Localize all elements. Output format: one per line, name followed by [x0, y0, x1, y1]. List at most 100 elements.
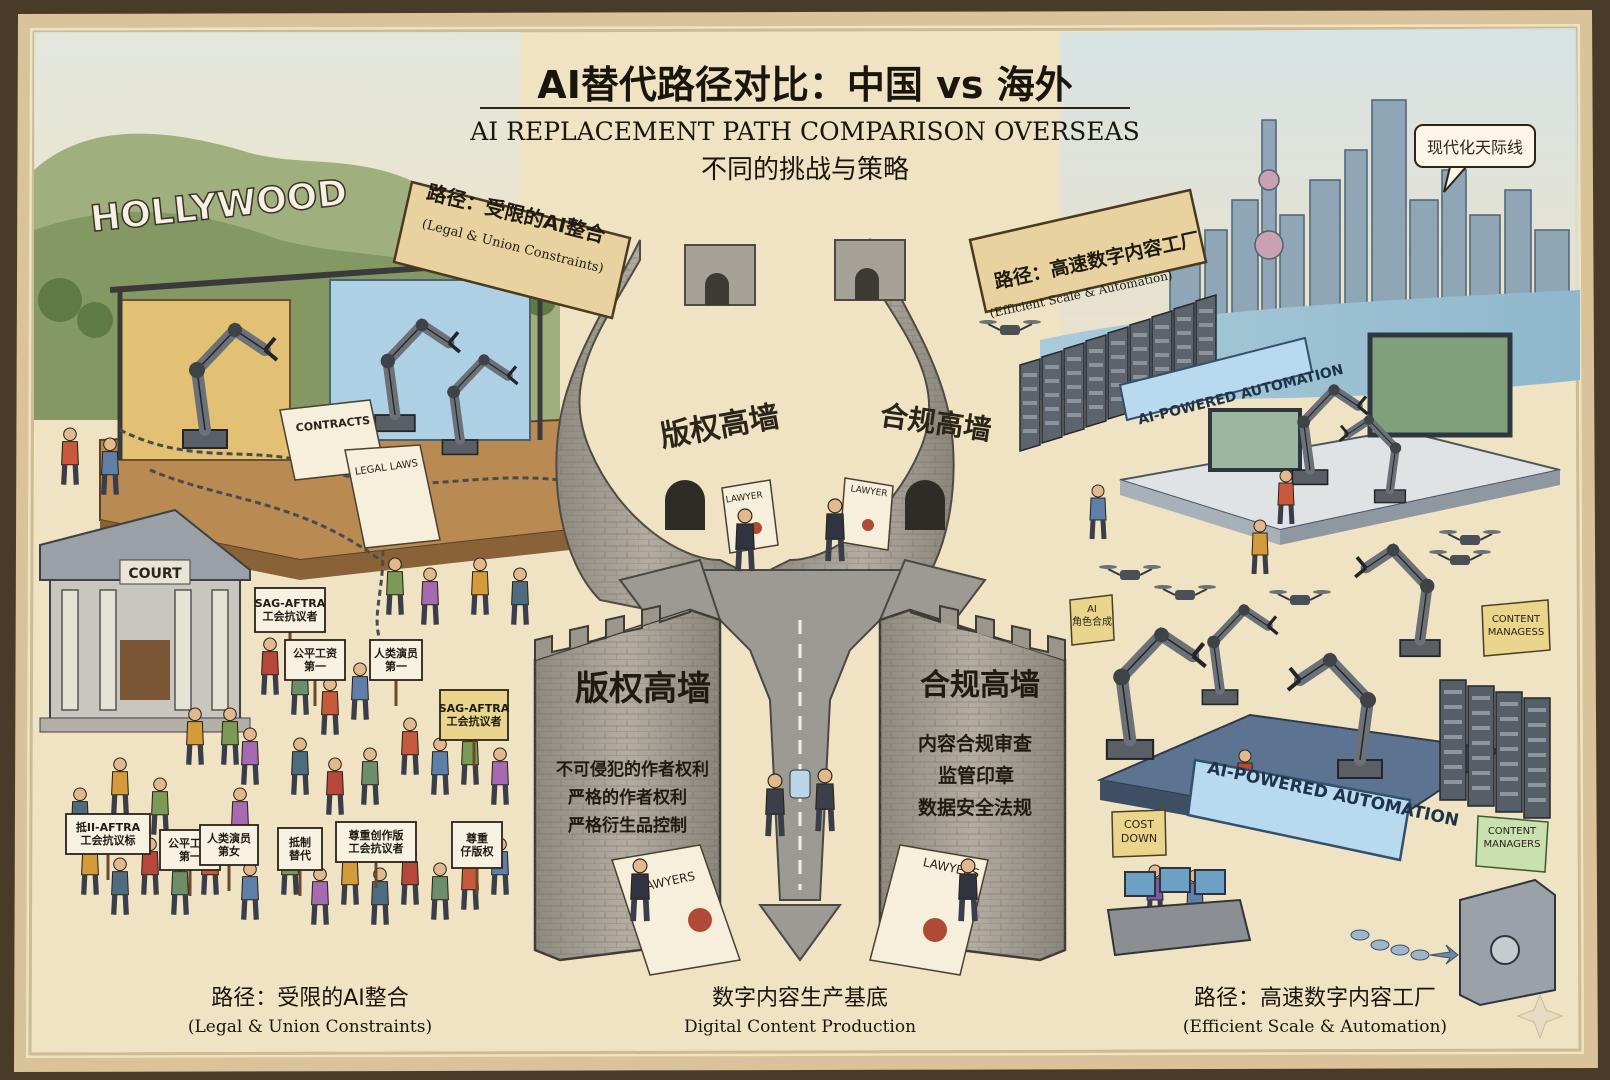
central-road [618, 558, 987, 962]
center-caption-subtitle: Digital Content Production [684, 1017, 916, 1037]
robot-arm [1338, 414, 1407, 504]
person-figure [401, 717, 419, 775]
person-figure [511, 567, 529, 625]
left-wall-front-title: 版权高墙 [575, 669, 711, 709]
person-figure [361, 747, 379, 805]
person-figure [765, 773, 785, 837]
person-figure [221, 707, 239, 765]
left-bottom-caption: 路径：受限的AI整合 (Legal & Union Constraints) [188, 986, 432, 1037]
right-caption-title: 路径：高速数字内容工厂 [1194, 986, 1436, 1011]
left-wall-line-1: 不可侵犯的作者权利 [556, 759, 709, 780]
protest-sign-text: 抵制替代 [289, 835, 311, 862]
great-wall: 版权高墙 合规高墙 [555, 237, 994, 622]
protest-crowd [61, 427, 529, 925]
chained-robot-arms [182, 317, 519, 456]
right-wall-line-2: 监管印章 [938, 764, 1014, 787]
center-caption-title: 数字内容生产基底 [712, 986, 888, 1011]
protest-sign: 抵制替代 [277, 827, 323, 896]
server-racks-right [1439, 679, 1551, 819]
lawyer-figures [630, 498, 978, 922]
right-wall-front-title: 合规高墙 [920, 668, 1040, 703]
protest-sign-text: 人类演员第女 [207, 831, 251, 858]
person-figure [101, 437, 119, 495]
person-figure [351, 662, 369, 720]
robot-arm [1105, 626, 1207, 760]
right-caption-subtitle: (Efficient Scale & Automation) [1183, 1017, 1447, 1037]
server-rack [1041, 349, 1063, 445]
protest-sign-text: 尊重仔版权 [461, 831, 495, 858]
server-rack [1495, 691, 1523, 813]
skyline-bubble: 现代化天际线 [1414, 124, 1536, 193]
protest-sign-text: 公平工资第一 [293, 646, 337, 673]
control-desk [1106, 867, 1252, 957]
protest-sign: 人类演员第女 [199, 824, 259, 891]
right-bottom-caption: 路径：高速数字内容工厂 (Efficient Scale & Automatio… [1183, 986, 1447, 1037]
person-figure [1089, 484, 1107, 540]
protest-sign: 人类演员第一 [369, 639, 423, 706]
factory-platform-upper [1119, 332, 1561, 545]
left-wall-line-3: 严格衍生品控制 [568, 815, 687, 836]
person-figure [471, 557, 489, 615]
main-title: AI替代路径对比：中国 vs 海外 [537, 63, 1072, 107]
person-figure [186, 707, 204, 765]
lawyer-scroll-2: LAWYER [839, 477, 894, 551]
legal-laws-paper: LEGAL LAWS [344, 444, 441, 549]
skyline-bubble-text: 现代化天际线 [1427, 138, 1523, 157]
drones [979, 320, 1501, 605]
protest-sign-text: 人类演员第一 [374, 646, 418, 673]
person-figure [431, 737, 449, 795]
robot-arm [182, 322, 279, 449]
tv-tower-sphere [1254, 230, 1284, 260]
road-arrow [758, 904, 842, 962]
person-figure [958, 858, 978, 922]
robot-arm [1354, 542, 1441, 658]
person-figure [111, 857, 129, 915]
robot-arm [1291, 383, 1369, 486]
server-rack [1439, 679, 1467, 801]
drone-icon [1099, 565, 1161, 580]
sparkle-icon [1516, 993, 1564, 1040]
server-rack [1063, 341, 1085, 437]
drone-icon [1429, 550, 1491, 565]
robot-arm [441, 353, 519, 456]
person-figure [311, 867, 329, 925]
data-bottle [789, 769, 811, 799]
person-figure [431, 862, 449, 920]
server-rack [1085, 333, 1107, 429]
person-figure [241, 862, 259, 920]
left-gate [665, 480, 705, 530]
drone-icon [979, 320, 1041, 335]
monitor-screen-large [1367, 332, 1513, 438]
person-figure [630, 858, 650, 922]
person-figure [421, 567, 439, 625]
person-figure [1251, 519, 1269, 575]
drone-icon [1269, 590, 1331, 605]
title-block: AI替代路径对比：中国 vs 海外 AI REPLACEMENT PATH CO… [469, 63, 1139, 185]
center-bottom-caption: 数字内容生产基底 Digital Content Production [684, 986, 916, 1037]
server-rack [1467, 685, 1495, 807]
right-gate [905, 480, 945, 530]
person-figure [386, 557, 404, 615]
person-figure [261, 637, 279, 695]
court-label: COURT [128, 566, 182, 582]
subtitle: 不同的挑战与策略 [701, 155, 909, 185]
person-figure [1277, 469, 1295, 525]
skyline-building [1261, 119, 1277, 341]
english-title: AI REPLACEMENT PATH COMPARISON OVERSEAS [469, 117, 1139, 146]
left-wall-line-2: 严格的作者权利 [568, 787, 687, 808]
robot-arm [1201, 603, 1279, 706]
protest-sign: 公平工资第一 [284, 639, 346, 706]
person-figure [111, 757, 129, 815]
